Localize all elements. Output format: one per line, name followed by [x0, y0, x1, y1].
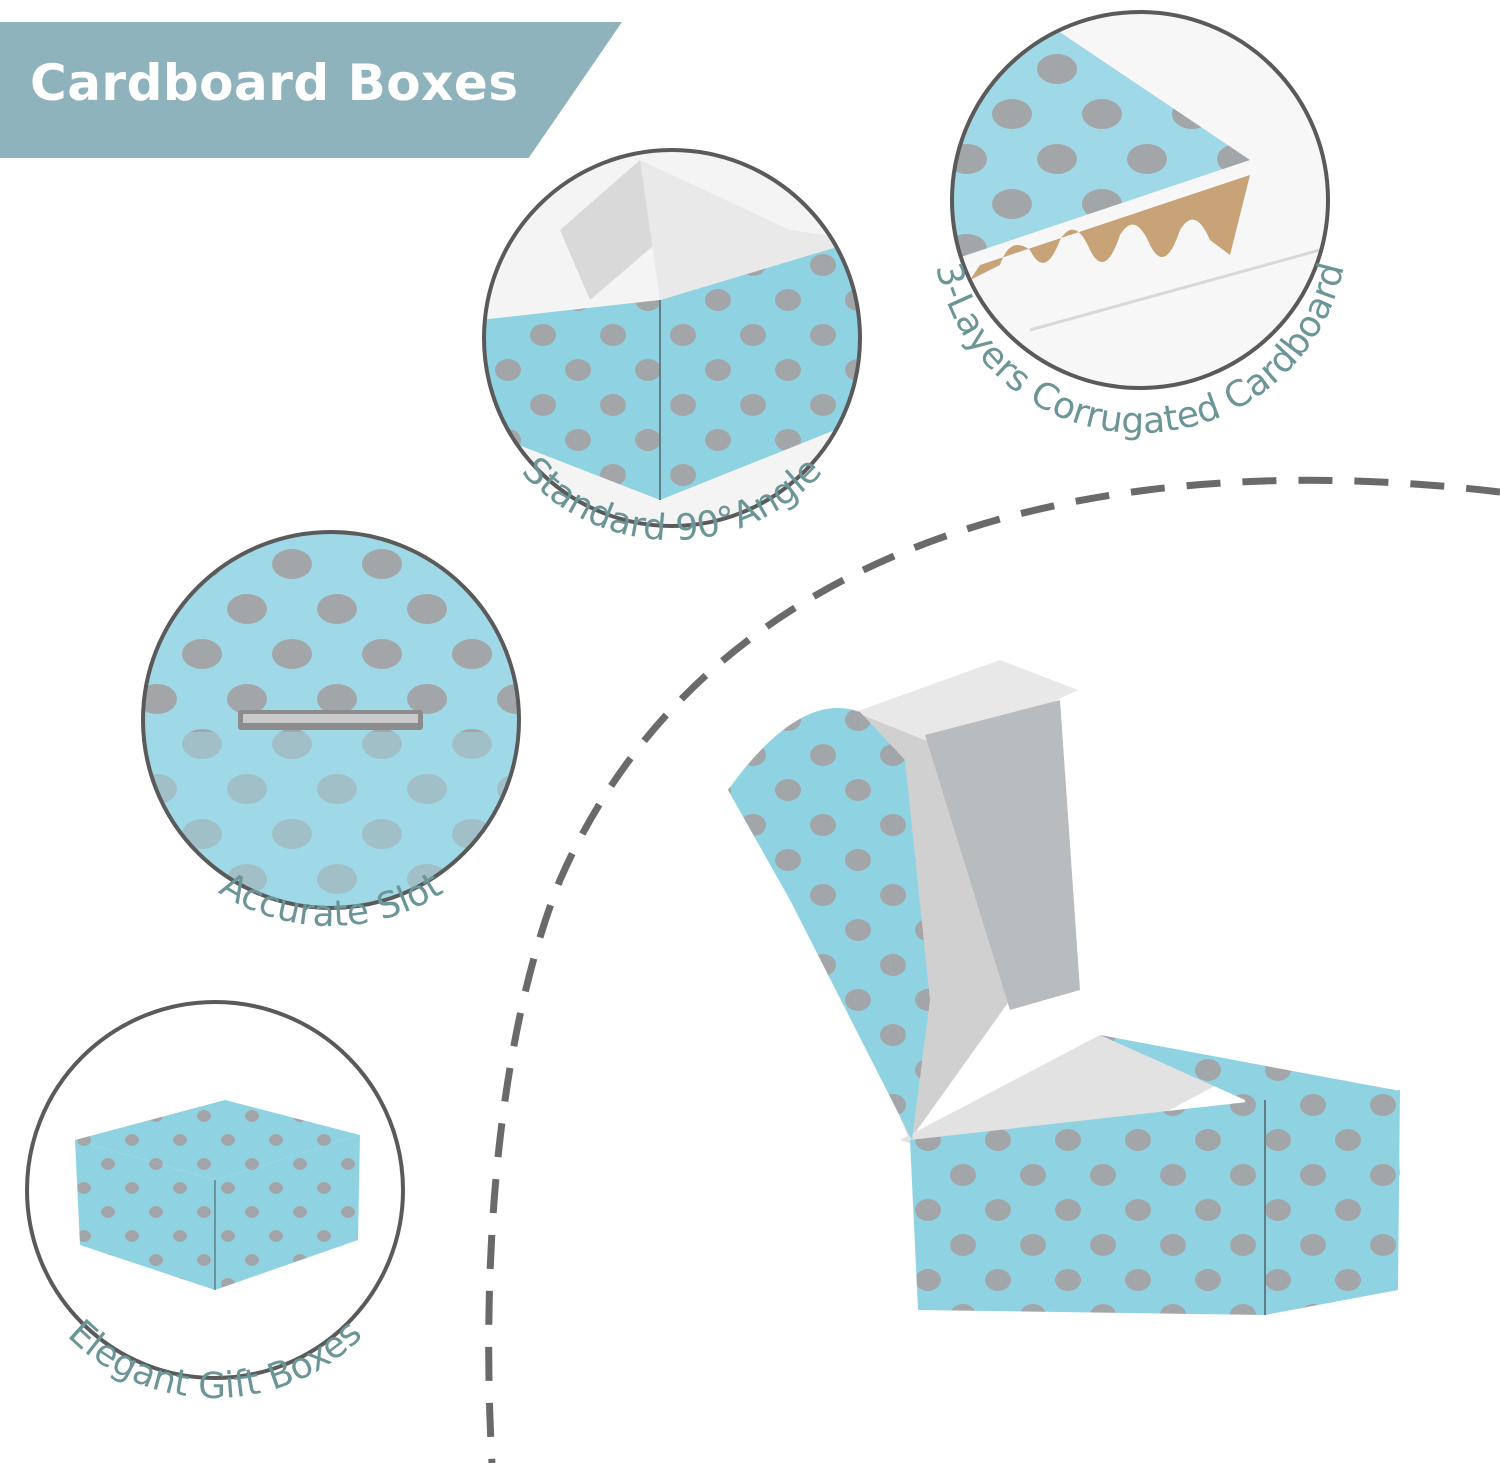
open-mailer-box [728, 660, 1400, 1315]
standard-angle-circle [482, 148, 862, 528]
dashed-arc [485, 476, 1500, 1463]
corrugated-circle [950, 10, 1330, 390]
gift-box-circle [25, 1000, 405, 1380]
banner-title: Cardboard Boxes [30, 54, 519, 112]
slot-circle [141, 530, 521, 910]
title-banner [0, 22, 622, 158]
